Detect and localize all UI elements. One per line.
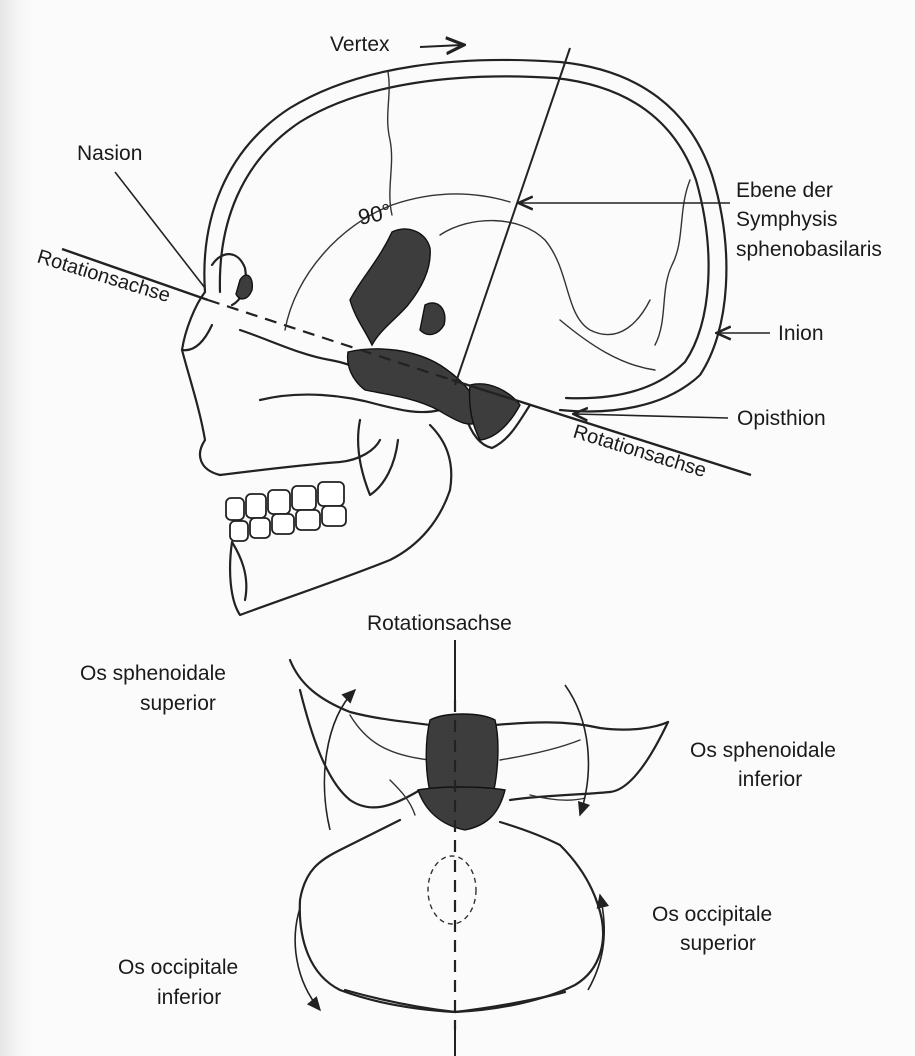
- label-occipital-superior-2: superior: [680, 932, 756, 955]
- label-nasion: Nasion: [77, 142, 142, 165]
- maxilla-lower: [220, 440, 380, 475]
- base-view: [290, 640, 668, 1056]
- chin: [232, 542, 246, 600]
- basilar-junction-shaded: [418, 787, 505, 830]
- maxilla: [182, 350, 220, 475]
- label-rotationsachse-right: Rotationsachse: [571, 421, 709, 482]
- rotation-arrow-occipital-left: [295, 908, 320, 1010]
- mandible-ramus: [358, 420, 398, 495]
- sella-shaded: [236, 275, 252, 299]
- label-occipital-superior-1: Os occipitale: [652, 903, 772, 926]
- opisthion-pointer: [575, 414, 728, 418]
- label-sphenoid-superior-2: superior: [140, 692, 216, 715]
- sphenoid-inner-right: [500, 740, 580, 760]
- sphenoid-process-left: [390, 780, 415, 815]
- label-rotationsachse-bottom: Rotationsachse: [367, 612, 512, 635]
- coronal-suture: [388, 72, 392, 215]
- sphenoid-body-shaded: [426, 714, 498, 798]
- squamous-contour: [560, 320, 655, 370]
- foramen-magnum: [428, 856, 476, 924]
- label-plane-line3: sphenobasilaris: [736, 238, 882, 261]
- symphysis-plane-line: [455, 48, 570, 385]
- label-occipital-inferior-1: Os occipitale: [118, 956, 238, 979]
- label-plane-line2: Symphysis: [736, 208, 838, 231]
- label-plane-line1: Ebene der: [736, 179, 833, 202]
- nasion-pointer: [115, 172, 205, 288]
- skull-lateral: [62, 45, 770, 615]
- occipital-outline: [300, 820, 603, 1012]
- label-rotationsachse-left: Rotationsachse: [35, 246, 173, 307]
- label-vertex: Vertex: [330, 33, 390, 56]
- sphenoid-lower-edge-left: [300, 690, 420, 807]
- label-sphenoid-superior-1: Os sphenoidale: [80, 662, 226, 685]
- lambdoid-suture: [655, 180, 690, 345]
- sphenoid-shaded: [350, 229, 430, 345]
- label-sphenoid-inferior-1: Os sphenoidale: [690, 739, 836, 762]
- pterygoid-shaded: [420, 303, 445, 335]
- label-occipital-inferior-2: inferior: [157, 986, 221, 1009]
- label-inion: Inion: [778, 322, 824, 345]
- label-sphenoid-inferior-2: inferior: [738, 768, 802, 791]
- temporal-contour: [440, 221, 650, 335]
- sphenoid-inner-left: [350, 715, 430, 760]
- basilar-shaded: [348, 349, 482, 424]
- label-opisthion: Opisthion: [737, 407, 826, 430]
- sphenoid-upper-wing-left: [290, 660, 430, 725]
- vertex-arrow: [420, 45, 462, 47]
- sphenoid-upper-wing-right: [495, 722, 668, 730]
- label-angle: 90°: [356, 199, 394, 230]
